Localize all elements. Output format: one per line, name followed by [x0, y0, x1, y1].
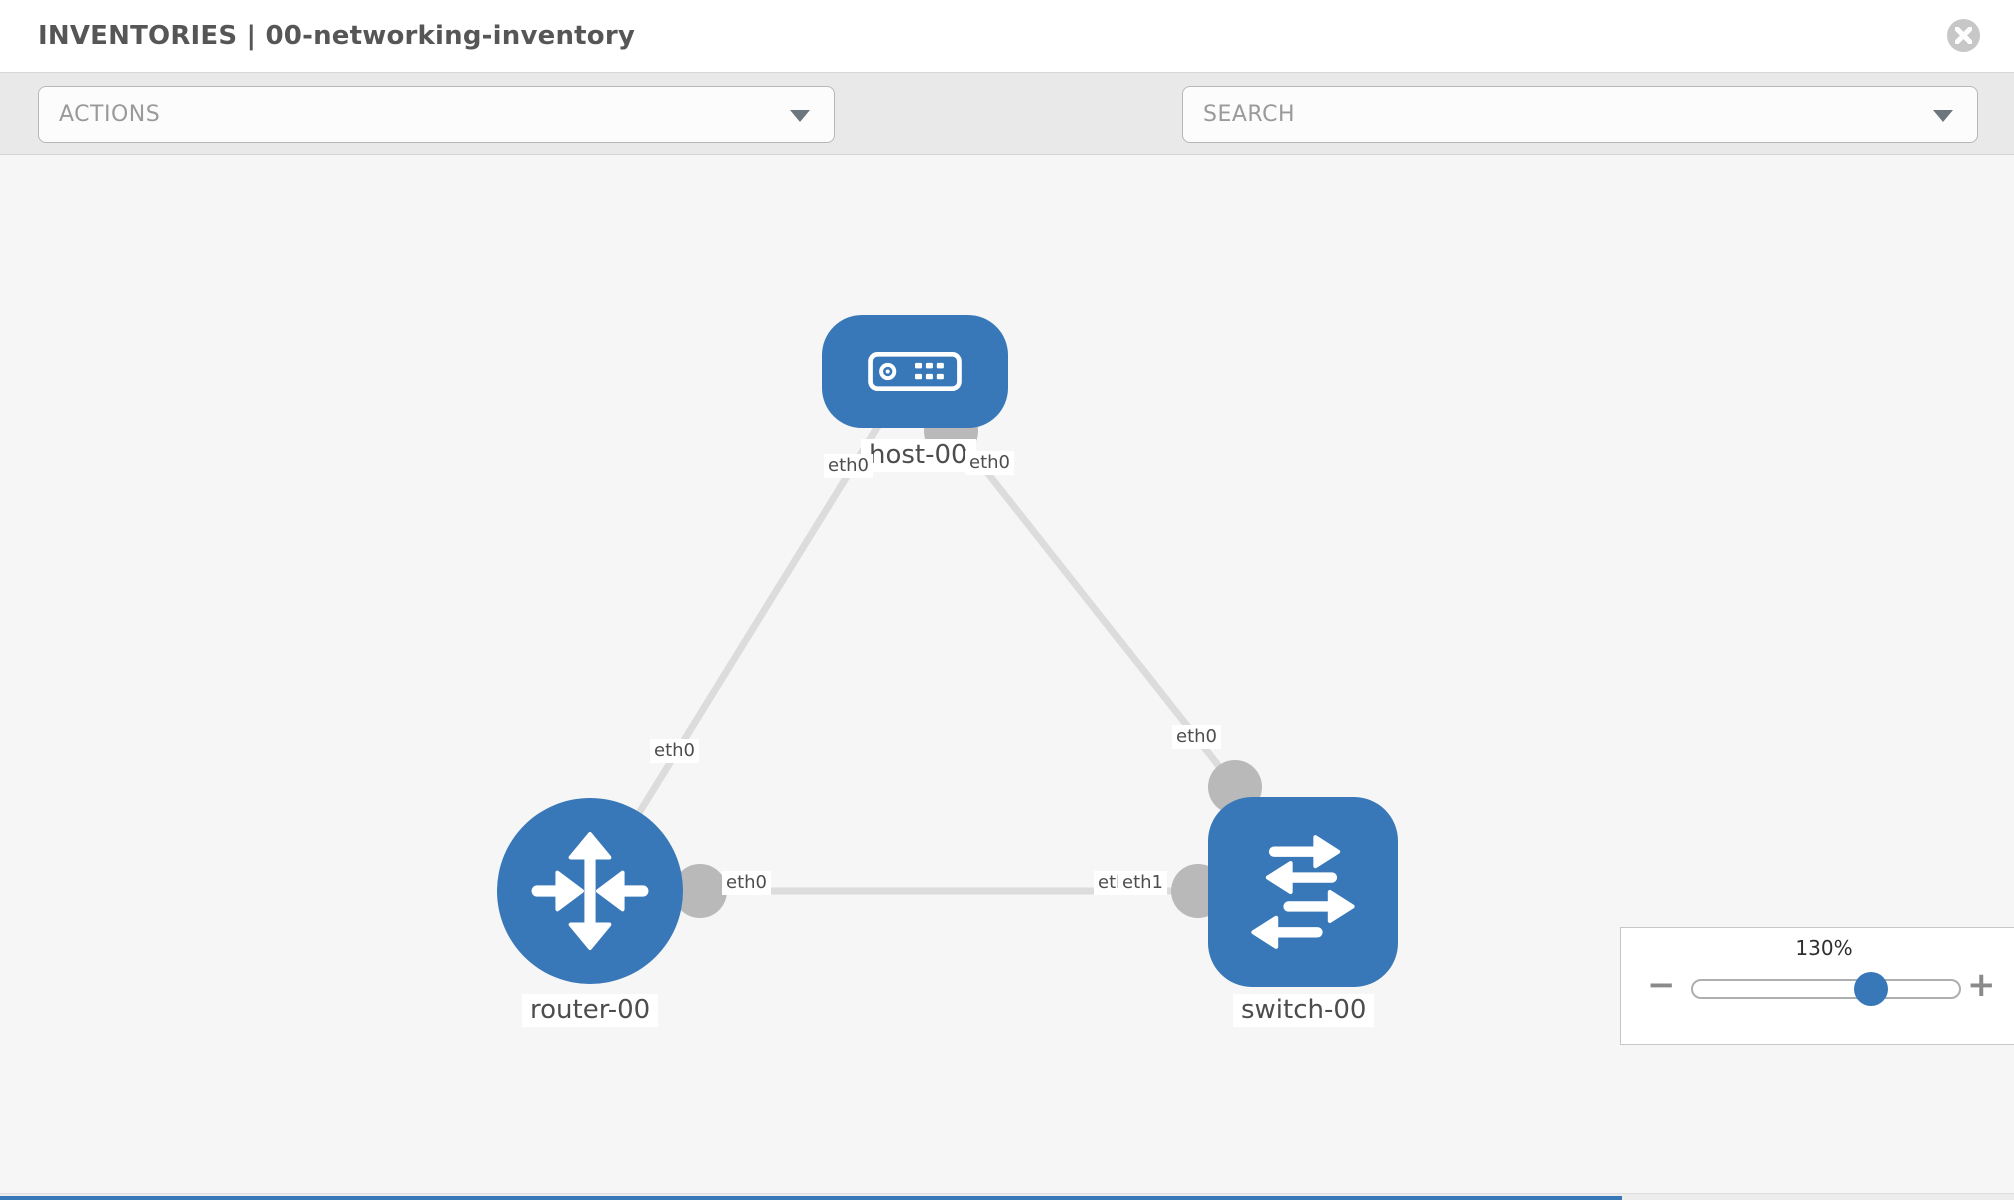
toolbar: ACTIONS SEARCH — [0, 72, 2014, 203]
zoom-level-readout: 130% — [1795, 936, 1853, 960]
node-label-switch-00: switch-00 — [1233, 994, 1375, 1027]
actions-dropdown-label: ACTIONS — [59, 102, 161, 127]
zoom-panel: 130% − + — [1620, 927, 2014, 1045]
node-host-00[interactable] — [822, 315, 1008, 428]
interface-label-switch-eth1: eth1 — [1118, 871, 1167, 895]
interface-label-host-eth0-right: eth0 — [965, 451, 1014, 475]
node-switch-00[interactable] — [1208, 797, 1398, 987]
router-arrows-icon — [531, 832, 649, 950]
zoom-slider-knob[interactable] — [1854, 972, 1888, 1006]
node-label-router-00: router-00 — [522, 994, 659, 1027]
header: INVENTORIES | 00-networking-inventory — [0, 0, 2014, 72]
interface-dot-router[interactable] — [673, 864, 727, 918]
zoom-in-button[interactable]: + — [1967, 965, 1996, 1005]
close-button[interactable] — [1947, 19, 1980, 52]
interface-label-router-eth0-link: eth0 — [722, 871, 771, 895]
link-host-router — [615, 421, 883, 849]
search-dropdown[interactable]: SEARCH — [1182, 86, 1978, 143]
chevron-down-icon — [790, 110, 810, 122]
interface-label-host-eth0-left: eth0 — [824, 454, 873, 478]
switch-arrows-icon — [1251, 835, 1355, 949]
actions-dropdown[interactable]: ACTIONS — [38, 86, 835, 143]
node-label-host-00: host-00 — [861, 439, 976, 472]
zoom-slider[interactable] — [1691, 979, 1961, 999]
node-router-00[interactable] — [497, 798, 683, 984]
interface-label-switch-eth0-top: eth0 — [1172, 725, 1221, 749]
search-placeholder: SEARCH — [1203, 102, 1296, 127]
close-icon — [1955, 27, 1972, 44]
page-title: INVENTORIES | 00-networking-inventory — [38, 21, 636, 51]
interface-label-router-eth0-top: eth0 — [650, 739, 699, 763]
zoom-out-button[interactable]: − — [1647, 965, 1676, 1005]
server-icon — [868, 352, 962, 391]
bottom-blue-bar — [0, 1196, 1622, 1200]
chevron-down-icon — [1933, 110, 1953, 122]
